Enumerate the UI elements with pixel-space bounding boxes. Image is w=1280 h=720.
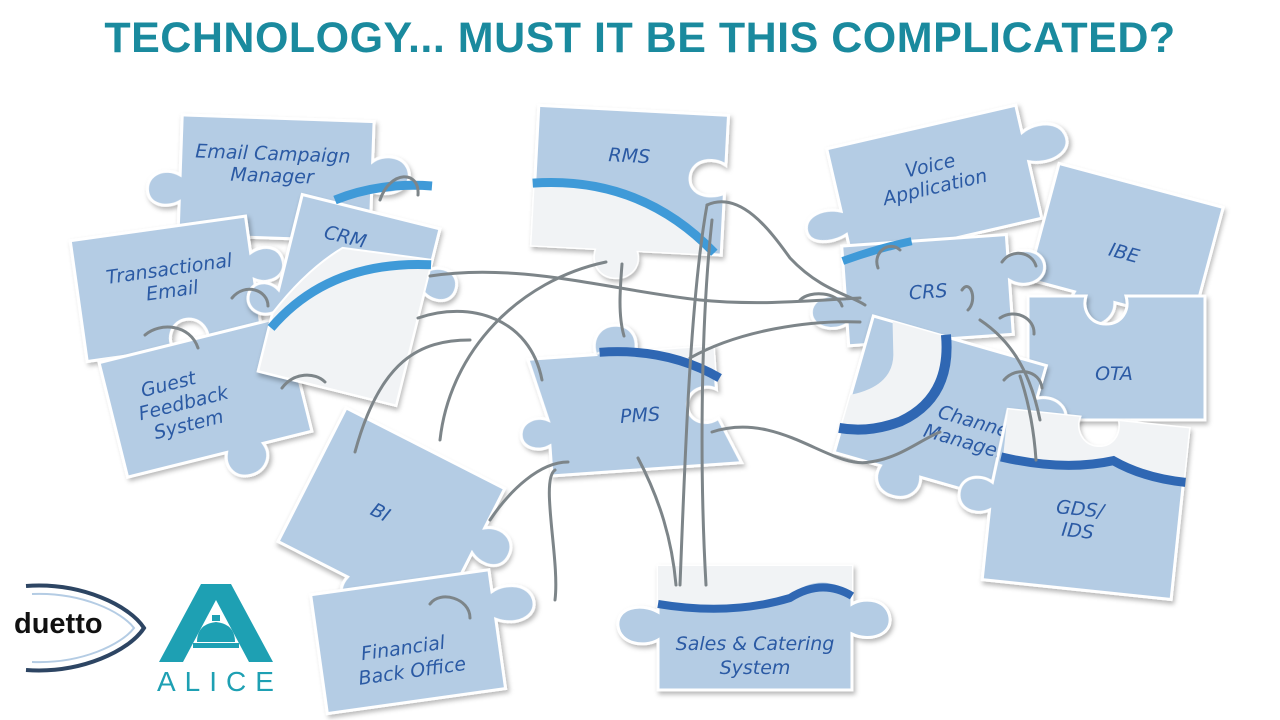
piece-pms: PMS — [519, 323, 744, 478]
piece-label: CRS — [908, 280, 948, 305]
page-title: TECHNOLOGY... MUST IT BE THIS COMPLICATE… — [104, 14, 1176, 62]
piece-label: Sales & Catering — [676, 633, 835, 655]
alice-wordmark: ALICE — [157, 666, 283, 697]
connection-wires — [143, 175, 1044, 620]
piece-crs: CRS — [809, 232, 1047, 348]
piece-gds-ids: GDS/ IDS — [957, 407, 1191, 602]
piece-label: RMS — [608, 144, 651, 168]
piece-sales-catering: Sales & Catering System — [616, 564, 892, 692]
piece-label: System — [720, 657, 791, 679]
piece-voice-application: Voice Application — [804, 103, 1069, 281]
duetto-swoosh-icon — [25, 583, 147, 673]
band-decoration — [333, 180, 433, 205]
alice-a-bell-icon — [159, 584, 273, 662]
piece-label: PMS — [619, 403, 660, 428]
piece-label: Email Campaign — [195, 140, 351, 167]
piece-label: OTA — [1095, 363, 1133, 385]
piece-crm: CRM — [246, 192, 459, 408]
piece-label: GDS/ — [1055, 496, 1107, 523]
piece-label: IDS — [1061, 519, 1095, 544]
piece-label: Manager — [230, 164, 315, 189]
duetto-logo: duetto — [12, 578, 147, 678]
piece-financial-back-office: Financial Back Office — [308, 568, 536, 716]
piece-rms: RMS — [529, 103, 731, 280]
duetto-wordmark: duetto — [14, 608, 103, 640]
